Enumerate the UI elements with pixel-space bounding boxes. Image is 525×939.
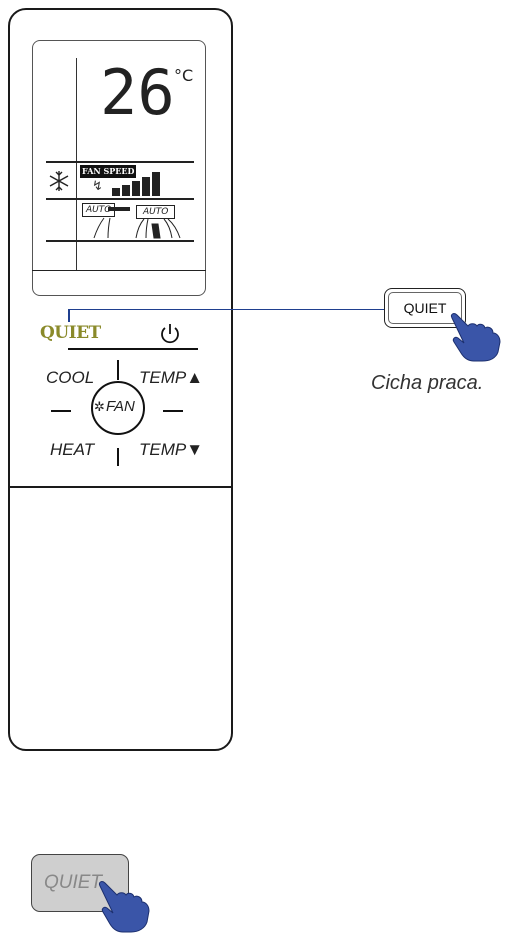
quiet-button-label[interactable]: QUIET bbox=[40, 323, 101, 343]
swing-auto-indicator: AUTO bbox=[136, 205, 176, 219]
temp-up-button[interactable]: TEMP▲ bbox=[139, 368, 204, 387]
tick-bottom bbox=[117, 448, 119, 466]
remote-divider bbox=[8, 486, 233, 488]
power-icon[interactable] bbox=[158, 322, 182, 346]
remote-control bbox=[8, 8, 233, 751]
fan-speed-label: FAN SPEED bbox=[80, 165, 137, 178]
fan-speed-bars-icon bbox=[112, 172, 160, 196]
quiet-button-callout[interactable]: QUIET bbox=[384, 288, 466, 328]
temp-down-button[interactable]: TEMP▼ bbox=[139, 440, 204, 459]
fan-button-label: FAN bbox=[106, 398, 135, 415]
temperature-readout: 26 bbox=[100, 56, 175, 129]
tick-right bbox=[163, 410, 183, 412]
lcd-left-rule bbox=[76, 58, 77, 271]
lcd-rule bbox=[46, 198, 194, 200]
fan-button[interactable] bbox=[91, 381, 145, 435]
quiet-underline bbox=[68, 348, 198, 350]
heat-button[interactable]: HEAT bbox=[50, 440, 95, 459]
tick-left bbox=[51, 410, 71, 412]
lcd-display bbox=[32, 40, 206, 296]
tick-top bbox=[117, 360, 119, 380]
snowflake-icon bbox=[49, 171, 69, 191]
quiet-button-pressed-label: QUIET bbox=[43, 872, 103, 893]
cool-button[interactable]: COOL bbox=[46, 368, 95, 387]
hand-pointer-icon bbox=[451, 313, 501, 362]
callout-line-horizontal bbox=[68, 309, 384, 310]
lcd-rule bbox=[32, 270, 206, 271]
airflow-lines-icon bbox=[93, 217, 181, 239]
louver-indicator bbox=[108, 207, 130, 211]
callout-line-vertical bbox=[68, 309, 70, 322]
lcd-rule bbox=[46, 161, 194, 163]
temperature-unit: °C bbox=[174, 66, 194, 85]
lcd-rule bbox=[46, 240, 194, 242]
hand-pointer-icon bbox=[99, 881, 150, 933]
fan-icon: ✲ bbox=[94, 400, 105, 415]
fan-speed-arrow-icon: ↯ bbox=[92, 179, 103, 194]
quiet-button-callout-label: QUIET bbox=[388, 292, 462, 324]
caption-text: Cicha praca. bbox=[371, 372, 484, 394]
